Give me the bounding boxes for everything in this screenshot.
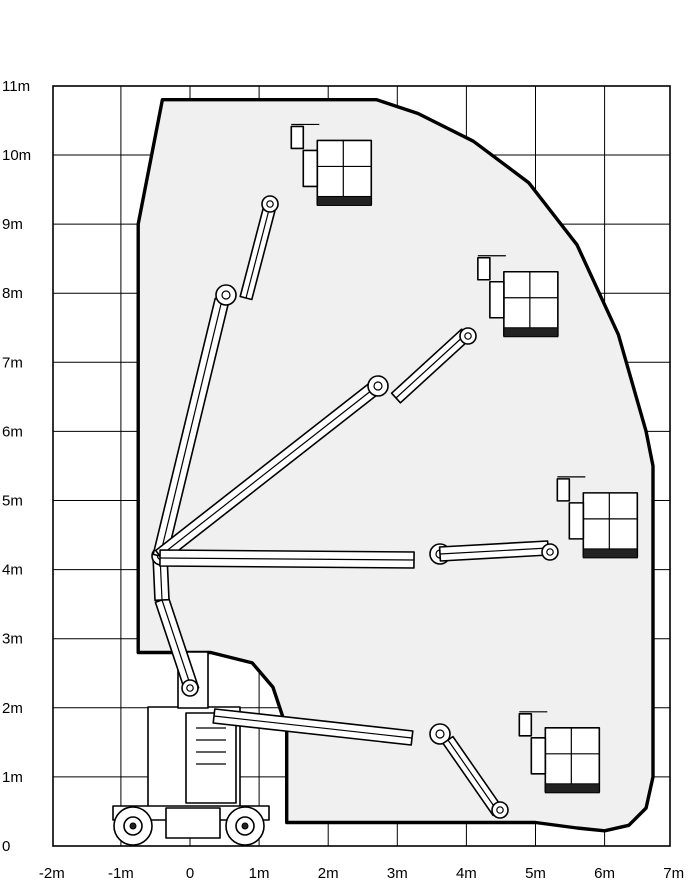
joint-outer [429,723,451,745]
counterweight [185,712,237,804]
basket-frame [582,492,639,558]
y-axis-ticks: 0 1m 2m 3m 4m 5m 6m 7m 8m 9m 10m 11m [2,78,31,855]
platform-position-2 [477,255,559,338]
joint-outer [367,375,389,397]
y-tick-label: 5m [2,493,23,510]
basket-floor [544,783,600,794]
joint-pin [546,548,554,556]
boom-joint [459,327,477,345]
battery-box [165,807,221,839]
basket-floor [582,548,638,559]
boom-centerline [159,299,223,557]
y-tick-label: 9m [2,216,23,233]
wheel [225,806,265,846]
y-tick-label: 1m [2,769,23,786]
jib-diagonal [390,328,472,404]
x-tick-label: 7m [663,865,684,880]
x-tick-label: -2m [39,865,65,880]
x-axis-ticks: -2m -1m 0 1m 2m 3m 4m 5m 6m 7m [39,865,684,880]
boom-lift-drawing [112,123,639,846]
x-tick-label: 3m [387,865,408,880]
joint-pin [496,806,504,814]
joint-pin [464,332,472,340]
main-boom-horizontal [159,549,415,569]
basket-frame [544,727,601,793]
basket-floor [503,327,559,338]
joint-outer [215,284,237,306]
boom-joint [491,801,509,819]
boom-centerline [439,547,549,555]
joint-pin [186,684,194,692]
y-tick-label: 10m [2,147,31,164]
joint-outer [261,195,279,213]
platform-position-1 [290,123,373,206]
boom-joint [541,543,559,561]
y-tick-label: 8m [2,285,23,302]
y-tick-label: 6m [2,423,23,440]
axle [129,822,137,830]
jib-horizontal [438,540,550,562]
x-tick-label: 6m [594,865,615,880]
riser-base-joint [181,679,199,697]
joint-pin [373,381,383,391]
boom-centerline [159,557,415,561]
plot-frame [52,85,671,847]
boom-centerline [159,389,373,557]
boom-centerline [245,205,271,299]
main-boom-low [212,708,414,746]
chart-frame [52,85,671,847]
joint-outer [491,801,509,819]
boom-centerline [213,715,413,739]
boom-joint [261,195,279,213]
joint-outer [181,679,199,697]
joint-pin [266,200,274,208]
platform-rotator [530,737,547,775]
x-tick-label: 0 [186,865,194,880]
platform-rotator [568,502,585,540]
x-tick-label: 2m [318,865,339,880]
boom-centerline [161,599,193,691]
x-tick-label: -1m [108,865,134,880]
platform-rotator [302,149,319,188]
joint-pin [221,290,231,300]
control-box [290,125,305,150]
y-tick-label: 0 [2,838,10,855]
y-tick-label: 7m [2,354,23,371]
joint-outer [541,543,559,561]
control-box [556,478,571,502]
control-box [518,713,533,737]
boom-joint [429,723,451,745]
wheel [113,806,153,846]
x-tick-label: 5m [525,865,546,880]
basket-floor [316,195,372,206]
platform-position-4 [518,711,601,794]
basket-frame [316,139,373,206]
joint-outer [459,327,477,345]
y-tick-label: 11m [2,78,30,95]
boom-centerline [447,739,499,813]
y-tick-label: 3m [2,631,23,648]
axle [241,822,249,830]
basket-frame [503,270,559,337]
joint-pin [435,729,445,739]
x-tick-label: 4m [456,865,477,880]
y-tick-label: 4m [2,562,23,579]
x-tick-label: 1m [249,865,270,880]
control-box [477,256,491,281]
platform-position-3 [556,476,639,559]
boom-centerline [395,333,467,399]
boom-joint [367,375,389,397]
y-tick-label: 2m [2,700,23,717]
boom-joint [215,284,237,306]
platform-rotator [489,280,505,319]
main-boom-vertical [152,297,230,559]
